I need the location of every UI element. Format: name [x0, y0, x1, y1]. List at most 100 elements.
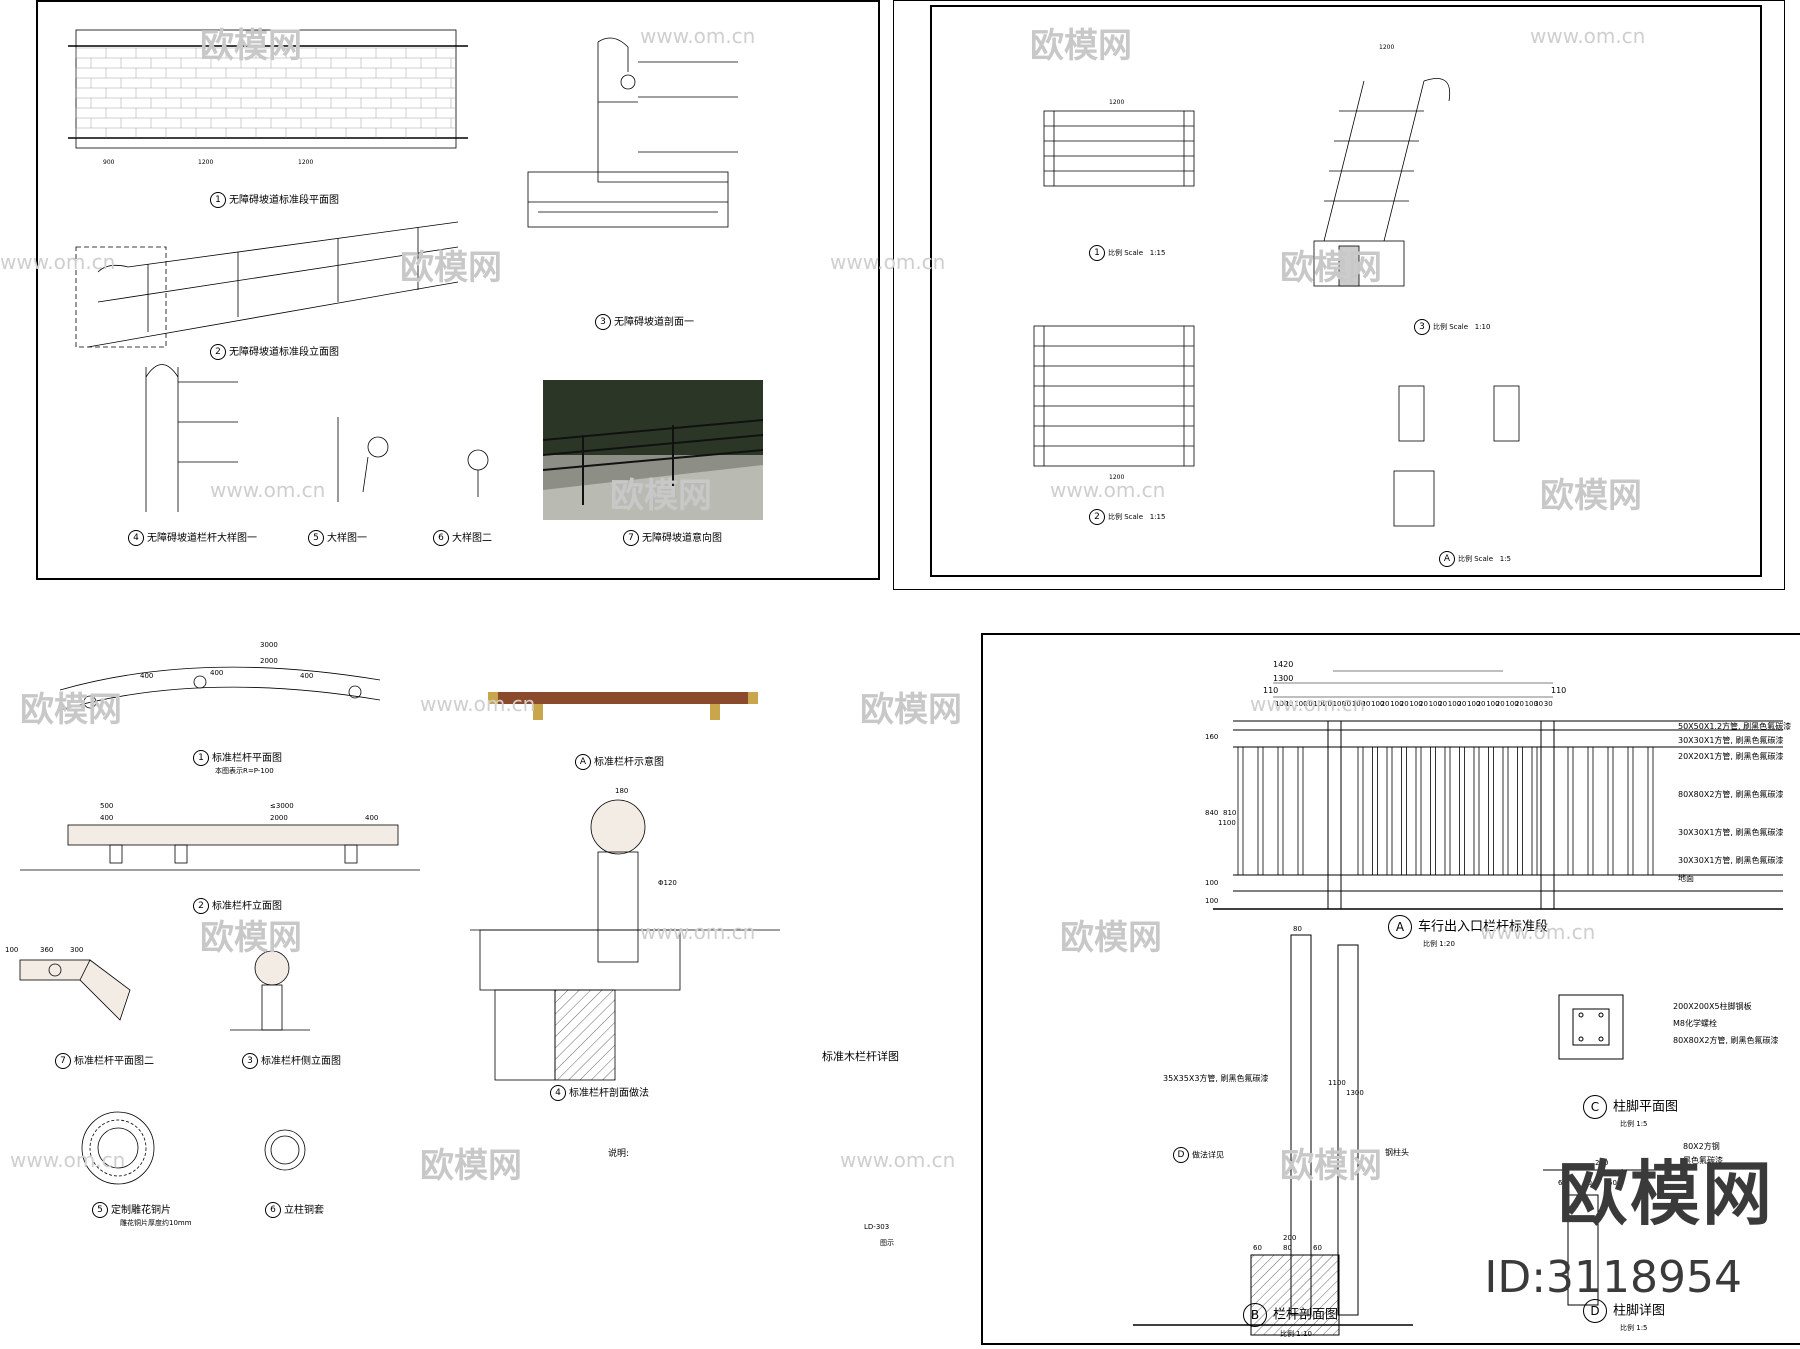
railing-picket [1444, 746, 1451, 876]
watermark-5: 欧模网 [610, 476, 712, 516]
bl-sheet-code: LD-303 [864, 1223, 890, 1231]
br-legend-2: 30X30X1方管, 刷黑色氟碳漆 [1678, 736, 1784, 745]
bl-radius-note: 本图表示R=P-100 [215, 767, 274, 775]
dimension-label: 80 [1283, 1244, 1292, 1252]
wood-rail-side-elevation [230, 950, 310, 1031]
railing-picket [1372, 746, 1378, 876]
dimension-label: 100 [1409, 700, 1422, 708]
dimension-label: 840 [1205, 809, 1218, 817]
dimension-label: 100 [1429, 700, 1442, 708]
dimension-label: 1200 [198, 159, 213, 166]
dimension-label: 20 [1400, 700, 1409, 708]
dimension-label: 80 [1583, 1179, 1592, 1187]
watermark-3: 欧模网 [400, 248, 502, 288]
br-dims-left: 1100 160 840 810 100 100 [1205, 733, 1236, 905]
br-legend-4: 80X80X2方管, 刷黑色氟碳漆 [1678, 790, 1784, 799]
br-legend-7: 地面 [1678, 874, 1694, 883]
dimension-label: 1420 [1273, 660, 1293, 669]
dimension-label: 400 [100, 814, 113, 822]
railing-picket [1587, 746, 1594, 876]
railing-picket [1459, 746, 1465, 876]
watermark-12: 欧模网 [1280, 1146, 1382, 1186]
dimension-label: 100 [1486, 700, 1499, 708]
tr-inclined-railing [1313, 78, 1451, 287]
dimension-label: 1100 [1328, 1079, 1346, 1087]
brand-logo-text: 欧模网 [1558, 1153, 1774, 1235]
dimension-label: 20 [1285, 700, 1294, 708]
br-section-c [1558, 994, 1624, 1060]
railing-picket [1517, 746, 1523, 876]
br-legend-1: 50X50X1.2方管, 刷黑色氟碳漆 [1678, 722, 1792, 731]
railing-picket [1277, 746, 1284, 876]
br-section-a-scale: 比例 1:20 [1423, 940, 1455, 948]
br-railing-pickets [1237, 746, 1654, 876]
railing-picket [1627, 746, 1634, 876]
dimension-label: 100 [1390, 700, 1403, 708]
sheet-wood-railing: 3000 2000 400 400 400 500 400 ≤3000 2000… [0, 630, 900, 1330]
dimension-label: 20 [1304, 700, 1313, 708]
dimension-label: 810 [1223, 809, 1236, 817]
dimension-label: 20 [1361, 700, 1370, 708]
dimension-label: ≤3000 [270, 802, 294, 810]
dimension-label: 400 [210, 669, 223, 677]
dimension-label: 100 [1352, 700, 1365, 708]
dimension-label: 100 [1205, 879, 1218, 887]
dimension-label: 180 [615, 787, 628, 795]
watermark-1: 欧模网 [200, 26, 302, 66]
dimension-label: 20 [1457, 700, 1466, 708]
brick-pattern [75, 47, 456, 138]
watermark-url-3: www.om.cn [0, 250, 116, 274]
bl-note-head: 说明: [608, 1149, 630, 1159]
watermark-url-5: www.om.cn [210, 478, 326, 502]
dimension-label: 110 [1551, 686, 1566, 695]
dimension-label: 30 [1544, 700, 1553, 708]
tr-elevation-two [1033, 325, 1195, 467]
watermark-url-12: www.om.cn [840, 1148, 956, 1172]
brand-id: ID:3118954 [1484, 1252, 1742, 1303]
bl-sheet-sub: 图示 [880, 1239, 894, 1247]
railing-detail-one [145, 364, 238, 512]
watermark-url-7: www.om.cn [420, 692, 536, 716]
railing-picket [1567, 746, 1574, 876]
sheet-tl-drawing: 900 1200 1200 [68, 29, 738, 512]
dimension-label: 60 [1558, 1179, 1567, 1187]
dimension-label: 100 [1313, 700, 1326, 708]
plan-dimensions: 900 1200 1200 [103, 159, 313, 166]
watermark-8: 欧模网 [860, 690, 962, 730]
railing-picket [1401, 746, 1407, 876]
dimension-label: 60 [1313, 1244, 1322, 1252]
tr-dimensions: 1200 1200 1200 [1109, 44, 1394, 481]
dimension-label: 20 [1381, 700, 1390, 708]
railing-picket [1297, 746, 1304, 876]
dimension-label: 20 [1419, 700, 1428, 708]
tr-detail-a [1393, 385, 1520, 527]
dimension-label: 1300 [1273, 674, 1293, 683]
br-legend-3: 20X20X1方管, 刷黑色氟碳漆 [1678, 752, 1784, 761]
railing-picket [1531, 746, 1538, 876]
dimension-label: 160 [1205, 733, 1218, 741]
br-section-c-scale: 比例 1:5 [1620, 1120, 1648, 1128]
dimension-label: 400 [365, 814, 378, 822]
br-dim-lines [1273, 670, 1553, 698]
dimension-label: 100 [1525, 700, 1538, 708]
dimension-label: 100 [1294, 700, 1307, 708]
bl-sheet-title: 标准木栏杆详图 [822, 1050, 899, 1063]
watermark-url-8: www.om.cn [1250, 692, 1366, 716]
dimension-label: 500 [100, 802, 113, 810]
dimension-label: 80 [1293, 925, 1302, 933]
br-section-b [1133, 934, 1413, 1336]
br-section-d-label-2: 黑色氟碳漆 [1683, 1156, 1723, 1165]
ramp-reference-photo [543, 380, 763, 520]
